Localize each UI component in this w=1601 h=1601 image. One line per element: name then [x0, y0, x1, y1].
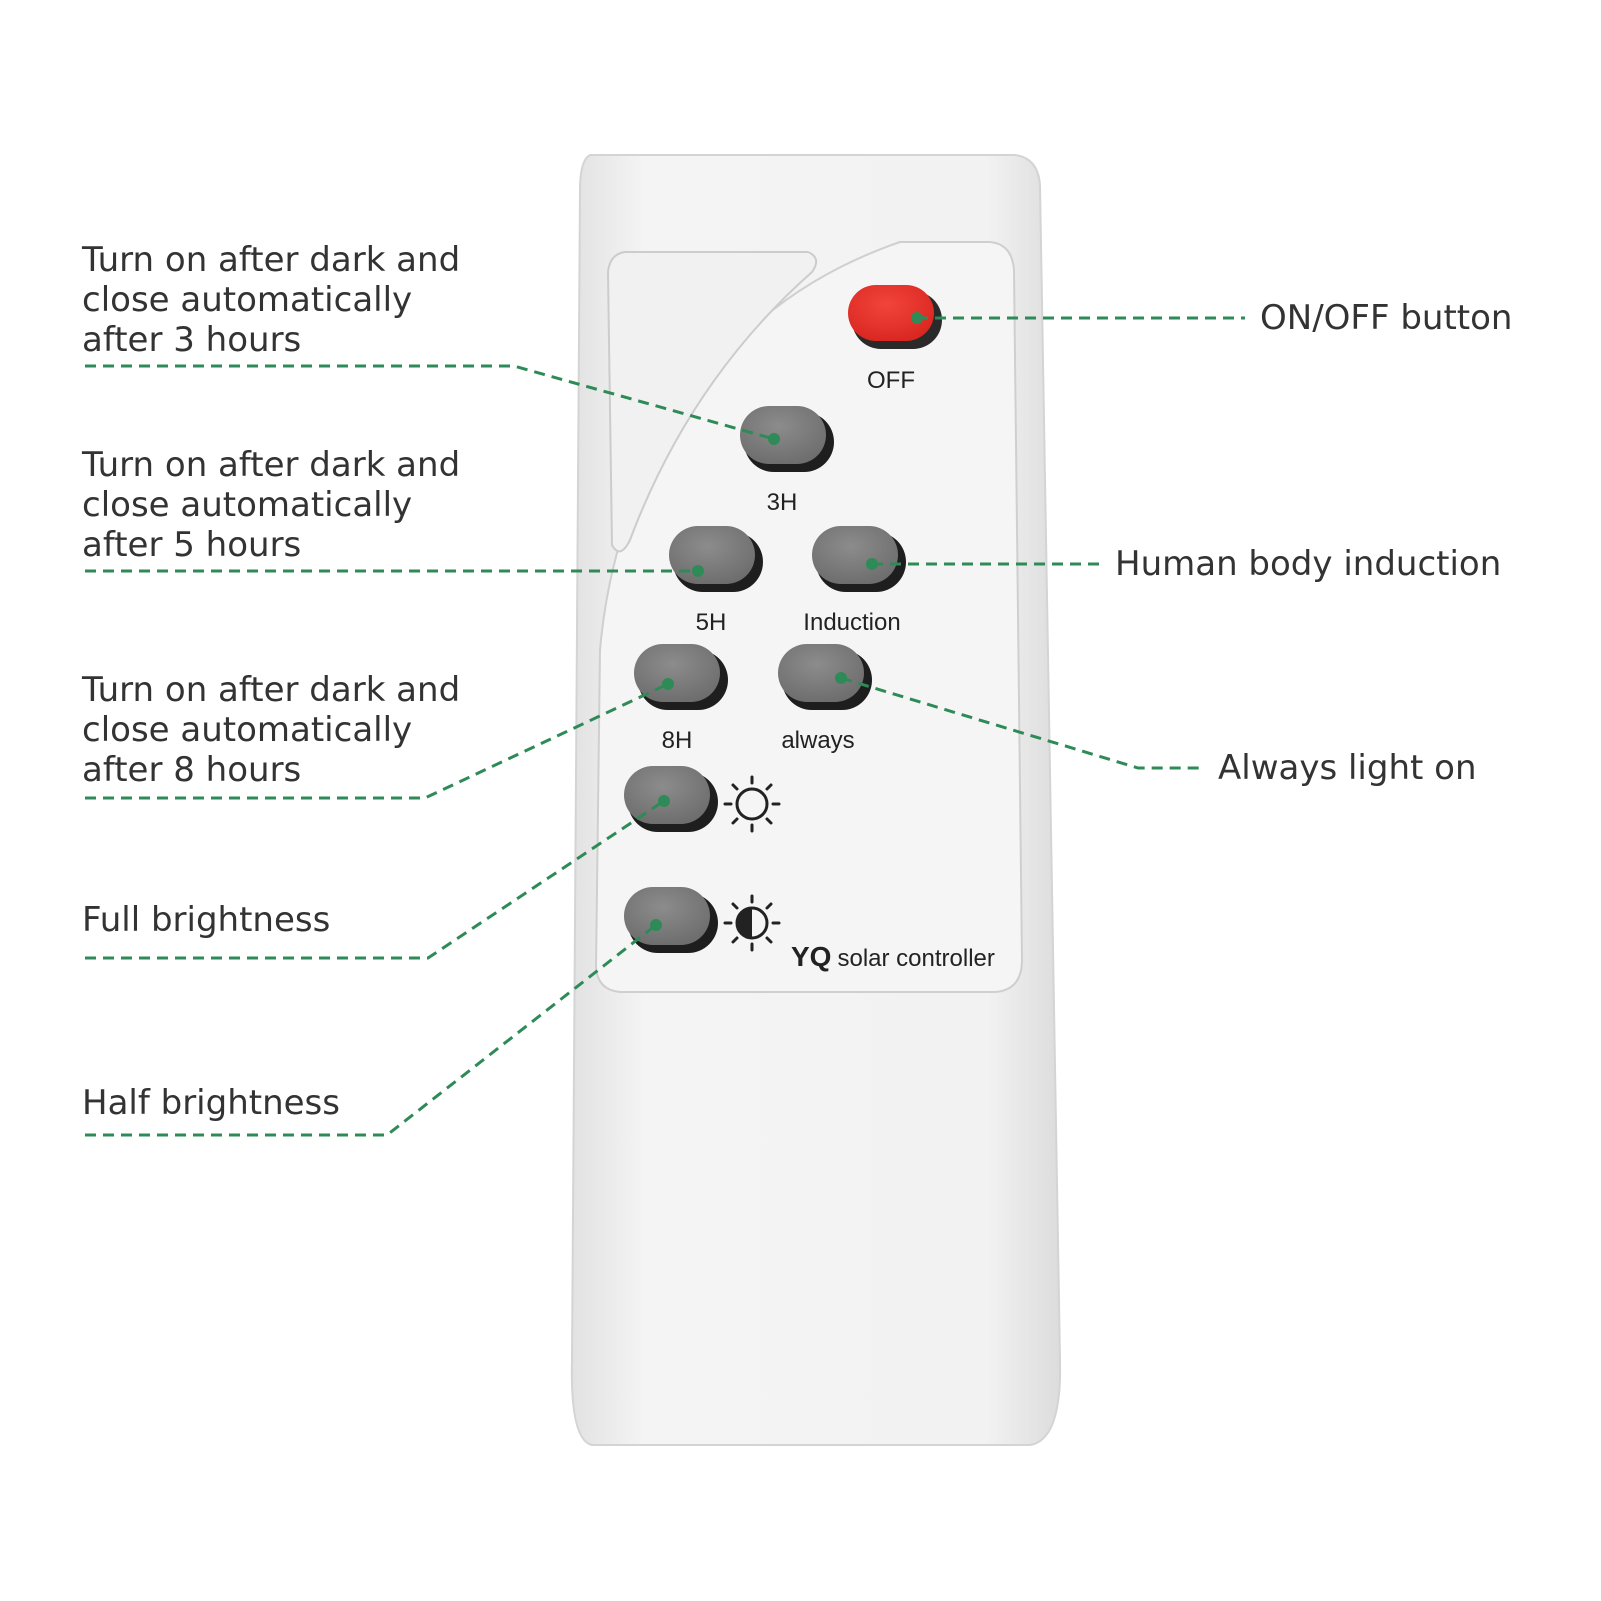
5h-key-label: 5H — [696, 609, 727, 636]
leader-always — [840, 676, 1205, 770]
callout-5h-line-2: close automatically — [82, 485, 413, 525]
dot-half — [650, 919, 662, 931]
callout-8h: Turn on after dark and close automatical… — [82, 670, 460, 790]
off-key-label: OFF — [867, 367, 915, 394]
full-brightness-key[interactable] — [624, 766, 718, 832]
leader-lines — [85, 316, 1245, 1137]
callout-5h: Turn on after dark and close automatical… — [82, 445, 460, 565]
dot-always — [835, 672, 847, 684]
callout-always-on: Always light on — [1218, 748, 1477, 788]
induction-key[interactable] — [812, 526, 906, 592]
off-key[interactable] — [848, 285, 942, 349]
leader-dots — [650, 312, 923, 931]
dot-5h — [692, 565, 704, 577]
callout-on-off-text: ON/OFF button — [1260, 298, 1513, 338]
callout-full-brightness-text: Full brightness — [82, 900, 331, 940]
3h-key[interactable] — [740, 406, 834, 472]
dot-3h — [768, 433, 780, 445]
half-sun-icon — [723, 894, 781, 952]
always-key[interactable] — [778, 644, 872, 710]
half-brightness-key[interactable] — [624, 887, 718, 953]
brand-yq: YQ — [791, 941, 831, 972]
dot-full — [658, 795, 670, 807]
dot-human — [866, 558, 878, 570]
callout-human-body: Human body induction — [1115, 544, 1501, 584]
induction-key-label: Induction — [803, 609, 900, 636]
dot-8h — [662, 678, 674, 690]
5h-key[interactable] — [669, 526, 763, 592]
callout-5h-line-3: after 5 hours — [82, 525, 302, 565]
callout-always-on-text: Always light on — [1218, 748, 1477, 788]
callout-8h-line-1: Turn on after dark and — [82, 670, 461, 710]
callout-human-body-text: Human body induction — [1115, 544, 1502, 584]
leader-half — [85, 923, 657, 1137]
callout-half-brightness-text: Half brightness — [82, 1083, 340, 1123]
leader-full — [85, 799, 665, 960]
8h-key-label: 8H — [662, 727, 693, 754]
callout-3h-line-3: after 3 hours — [82, 320, 302, 360]
callout-on-off: ON/OFF button — [1260, 298, 1512, 338]
callout-full-brightness: Full brightness — [82, 900, 330, 940]
3h-key-label: 3H — [767, 489, 798, 516]
callout-8h-line-3: after 8 hours — [82, 750, 302, 790]
sun-icon — [723, 775, 781, 833]
leader-8h — [85, 682, 669, 800]
callout-half-brightness: Half brightness — [82, 1083, 340, 1123]
8h-key[interactable] — [634, 644, 728, 710]
always-key-label: always — [781, 727, 854, 754]
callout-3h: Turn on after dark and close automatical… — [82, 240, 460, 360]
callout-5h-line-1: Turn on after dark and — [82, 445, 461, 485]
dot-onoff — [911, 312, 923, 324]
callout-3h-line-2: close automatically — [82, 280, 413, 320]
remote-inset — [606, 251, 818, 553]
callout-8h-line-2: close automatically — [82, 710, 413, 750]
brand-model: solar controller — [837, 945, 994, 972]
callout-3h-line-1: Turn on after dark and — [82, 240, 461, 280]
